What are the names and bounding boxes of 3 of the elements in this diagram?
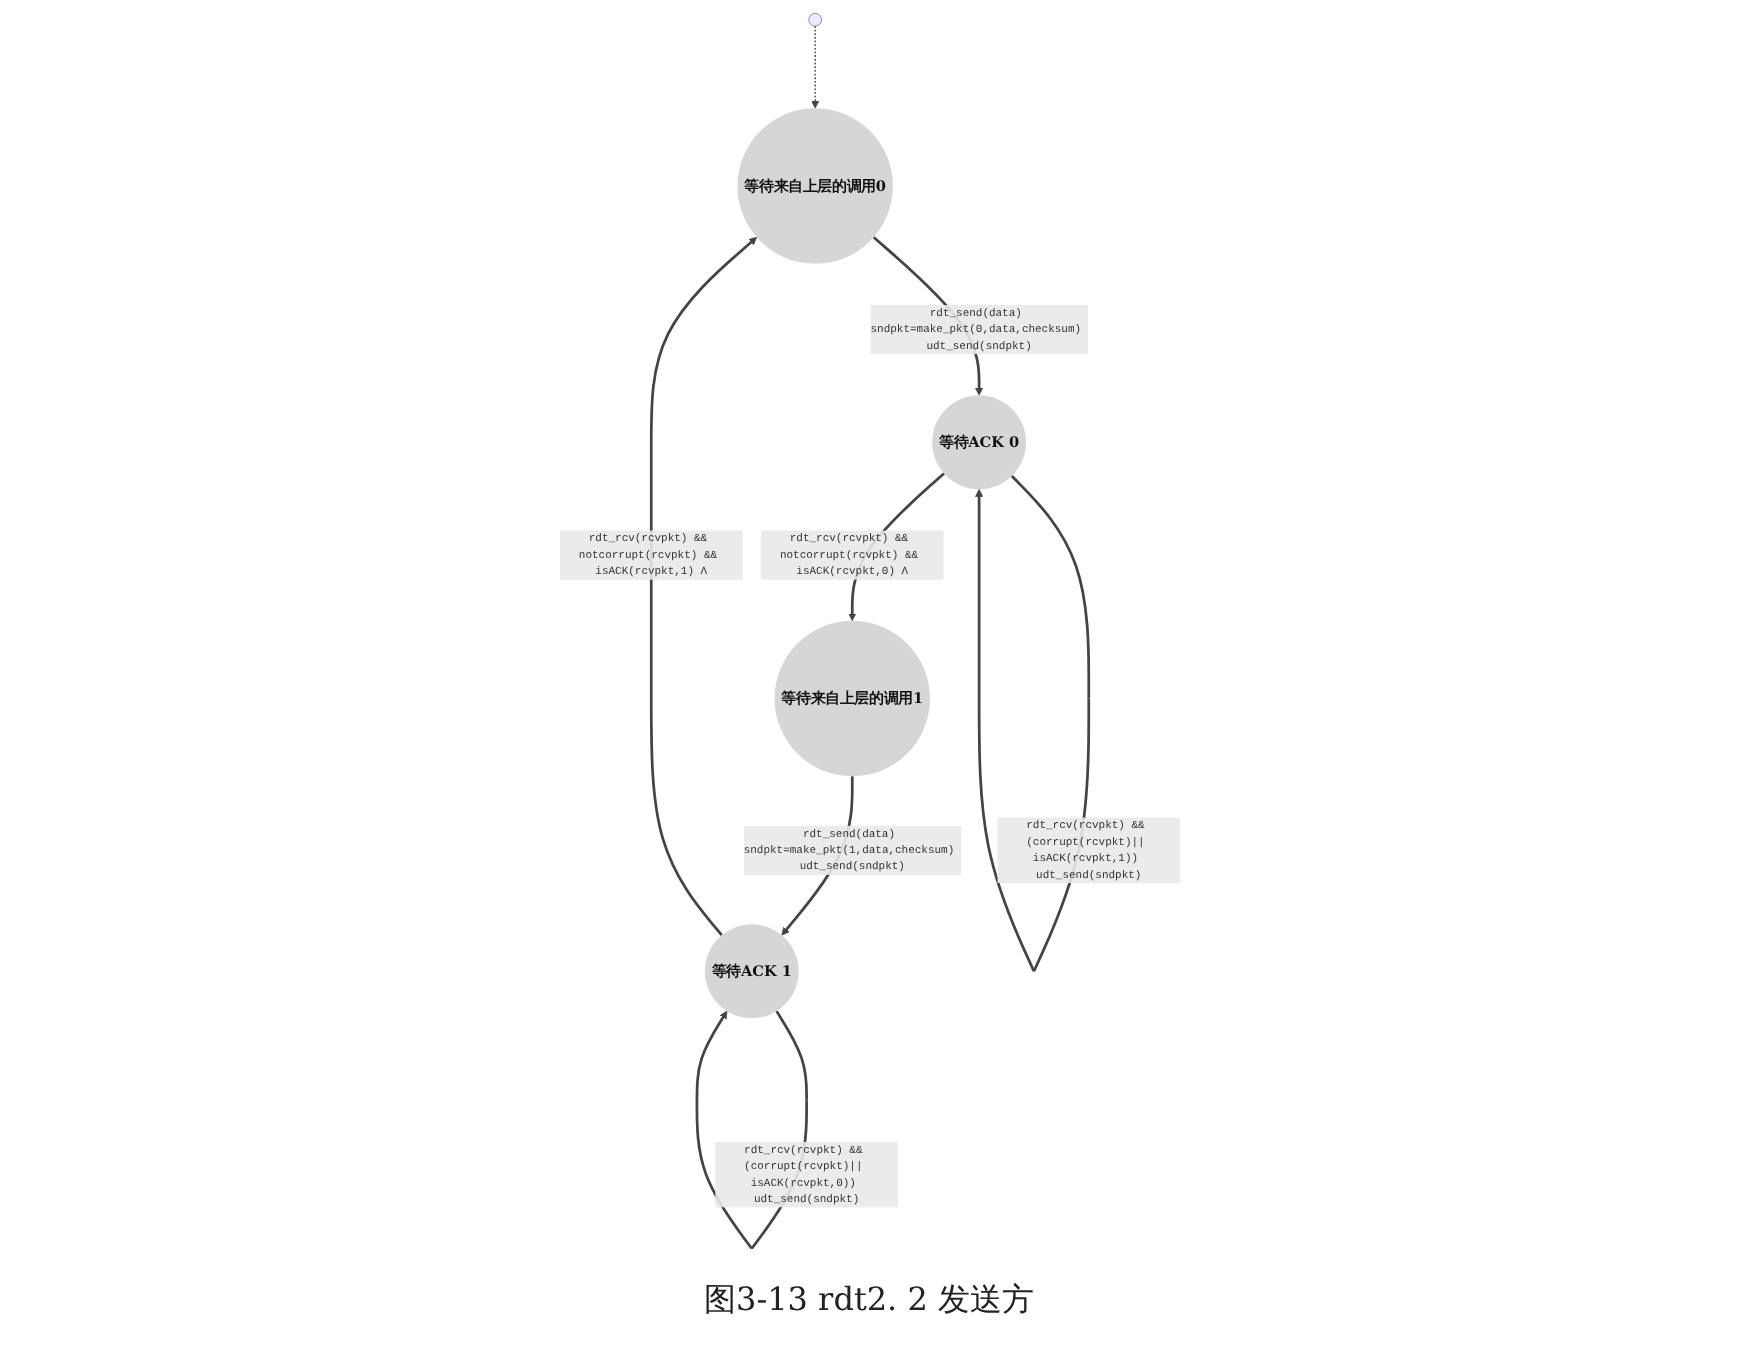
figure-caption: 图3-13 rdt2. 2 发送方 — [704, 1280, 1034, 1318]
arrow — [810, 24, 819, 108]
arrow — [648, 235, 757, 936]
